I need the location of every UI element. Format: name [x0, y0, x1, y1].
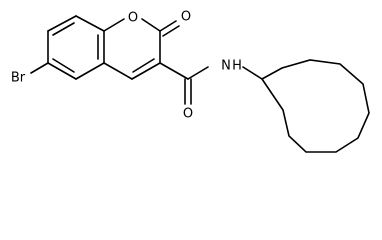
- bond-c8-c7-inner: [52, 22, 75, 36]
- bond-c8-c7: [47, 15, 77, 32]
- bond-c6-c5: [47, 62, 77, 80]
- atom-amide-hydrogen: H: [232, 59, 242, 74]
- bonds: [30, 15, 370, 153]
- bond-c8a-c8: [75, 15, 105, 32]
- bond-c2-o-b: [162, 25, 180, 37]
- molecule-structure: O O Br N H O: [11, 10, 370, 153]
- bond-c6-br: [30, 62, 49, 74]
- bond-c6-c5-inner: [52, 58, 75, 73]
- bond-n-ccyclo: [242, 66, 263, 80]
- atom-ring-oxygen: O: [128, 11, 138, 26]
- atom-amide-oxygen: O: [183, 107, 193, 122]
- atom-amide-nitrogen: N: [221, 59, 231, 74]
- atom-bromine: Br: [11, 71, 26, 86]
- bond-camide-n: [187, 66, 209, 80]
- atom-carbonyl-oxygen: O: [181, 10, 191, 25]
- bond-c2-o-a: [159, 20, 177, 32]
- bond-c8a-o1: [103, 18, 125, 32]
- bond-c4-c4a: [103, 62, 133, 80]
- bond-o1-c2: [141, 18, 161, 32]
- bond-c5-c4a: [75, 62, 105, 80]
- bond-c3-camide: [159, 62, 189, 80]
- bond-c3-c4-inner: [132, 58, 155, 73]
- bond-c3-c4: [131, 62, 161, 80]
- atom-labels: O O Br N H O: [11, 10, 242, 122]
- cycloheptyl-ring: [261, 59, 370, 153]
